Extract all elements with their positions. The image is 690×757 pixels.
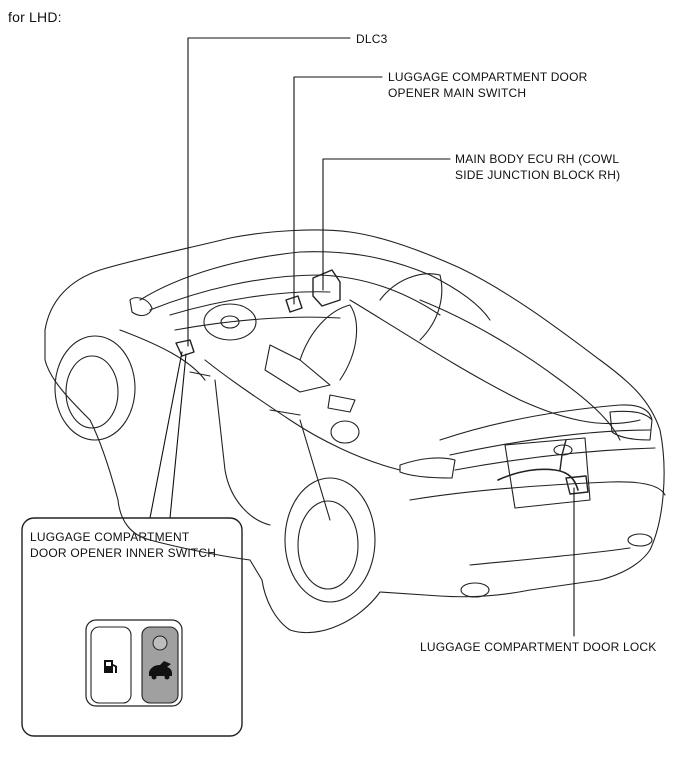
label-inner-switch-line1: LUGGAGE COMPARTMENT (30, 530, 190, 544)
indicator-lamp (152, 635, 168, 651)
label-inner-switch: LUGGAGE COMPARTMENT DOOR OPENER INNER SW… (30, 529, 216, 561)
page-header: for LHD: (8, 9, 62, 25)
label-opener-main-switch-line2: OPENER MAIN SWITCH (388, 86, 527, 100)
label-opener-main-switch-line1: LUGGAGE COMPARTMENT DOOR (388, 70, 588, 84)
label-opener-main-switch: LUGGAGE COMPARTMENT DOOR OPENER MAIN SWI… (388, 69, 588, 101)
car-illustration (44, 229, 666, 634)
label-main-body-ecu-line1: MAIN BODY ECU RH (COWL (455, 152, 620, 166)
fuel-door-icon (104, 660, 117, 673)
label-main-body-ecu-line2: SIDE JUNCTION BLOCK RH) (455, 168, 621, 182)
label-main-body-ecu: MAIN BODY ECU RH (COWL SIDE JUNCTION BLO… (455, 151, 620, 183)
leader-lines (149, 37, 575, 637)
fuel-door-button (90, 626, 132, 704)
trunk-car-icon (149, 661, 172, 680)
label-door-lock: LUGGAGE COMPARTMENT DOOR LOCK (420, 640, 657, 654)
label-inner-switch-line2: DOOR OPENER INNER SWITCH (30, 546, 217, 560)
label-dlc3: DLC3 (356, 32, 388, 46)
inner-switch-callout (21, 517, 243, 737)
switch-panel (85, 619, 183, 707)
